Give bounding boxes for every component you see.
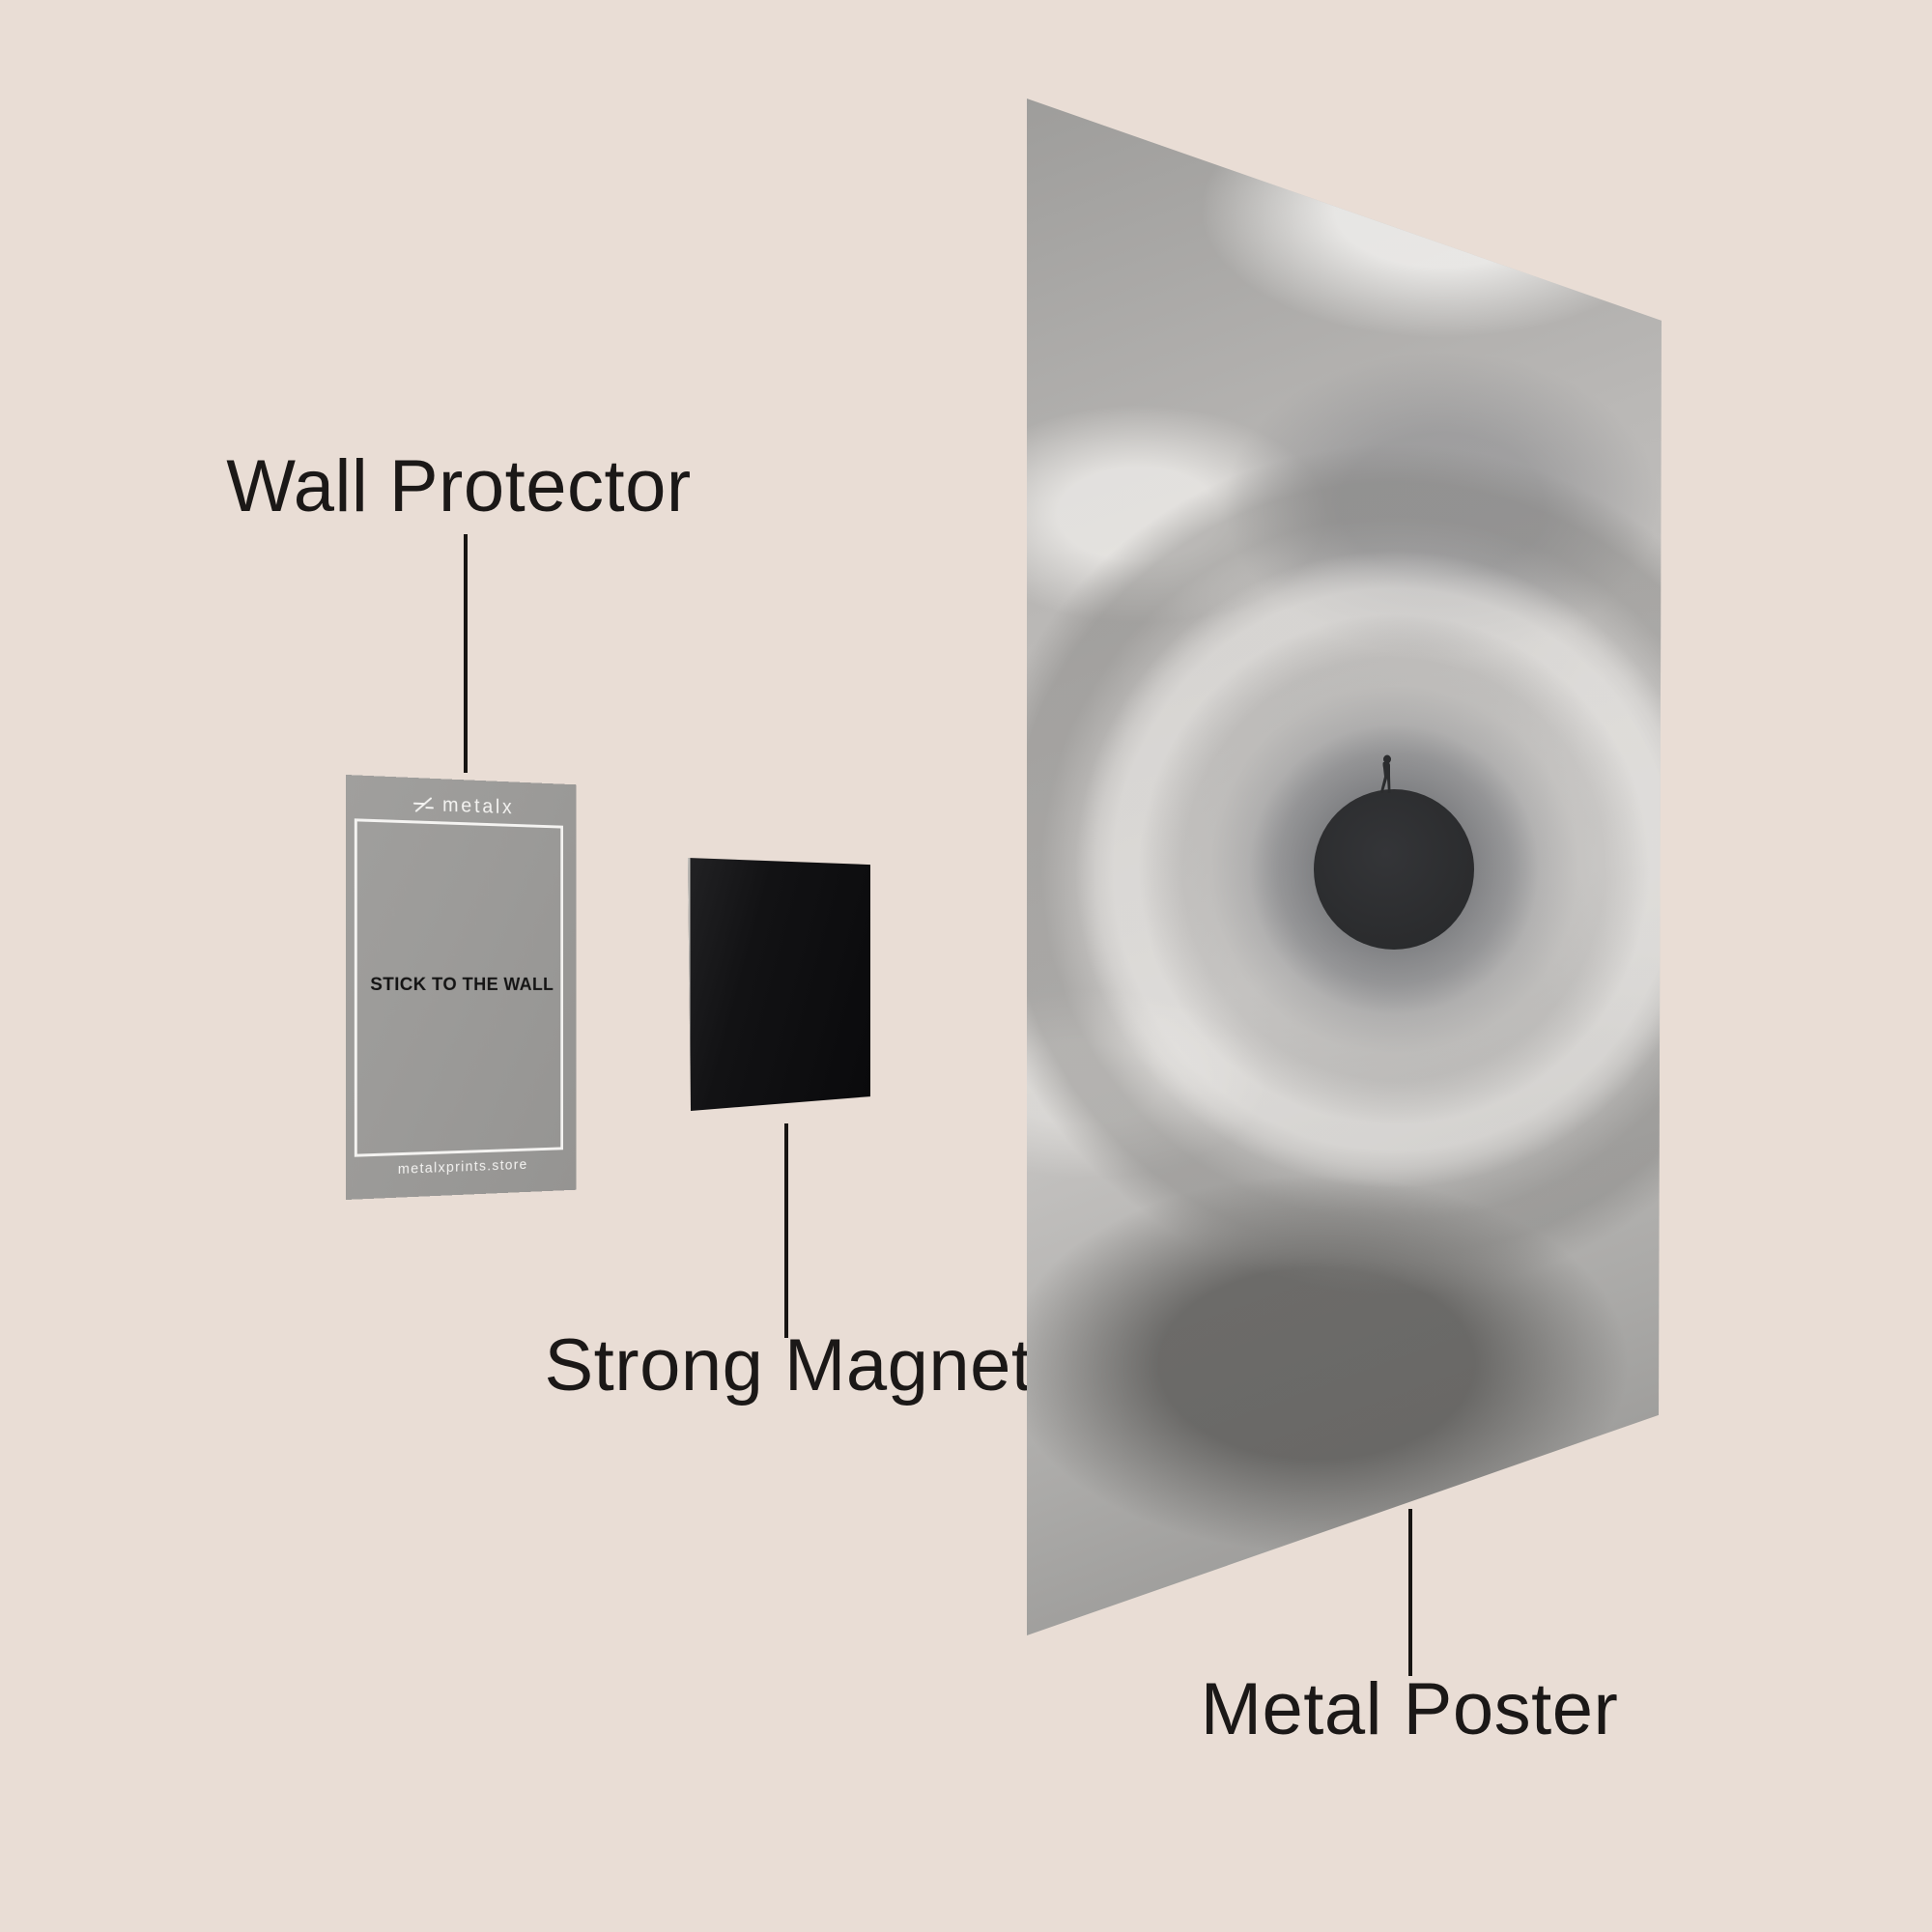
strong-magnet-leader-line — [784, 1123, 788, 1338]
wall-protector-card: metalx STICK TO THE WALL metalxprints.st… — [346, 775, 577, 1200]
strong-magnet — [688, 858, 870, 1111]
person-silhouette — [1375, 754, 1398, 795]
wall-protector-leader-line — [464, 534, 468, 773]
brand-name: metalx — [441, 793, 515, 819]
metal-poster-label: Metal Poster — [1200, 1668, 1619, 1750]
metal-poster — [1027, 99, 1662, 1635]
card-store-url: metalxprints.store — [397, 1156, 528, 1178]
dark-sphere-artwork — [1314, 789, 1474, 950]
brand-logo: metalx — [346, 790, 576, 821]
strong-magnet-label: Strong Magnet — [544, 1324, 1033, 1406]
card-center-text: STICK TO THE WALL — [370, 974, 554, 995]
metalx-logo-icon — [412, 796, 435, 814]
wall-protector-label: Wall Protector — [226, 445, 692, 527]
metal-poster-leader-line — [1408, 1509, 1412, 1676]
